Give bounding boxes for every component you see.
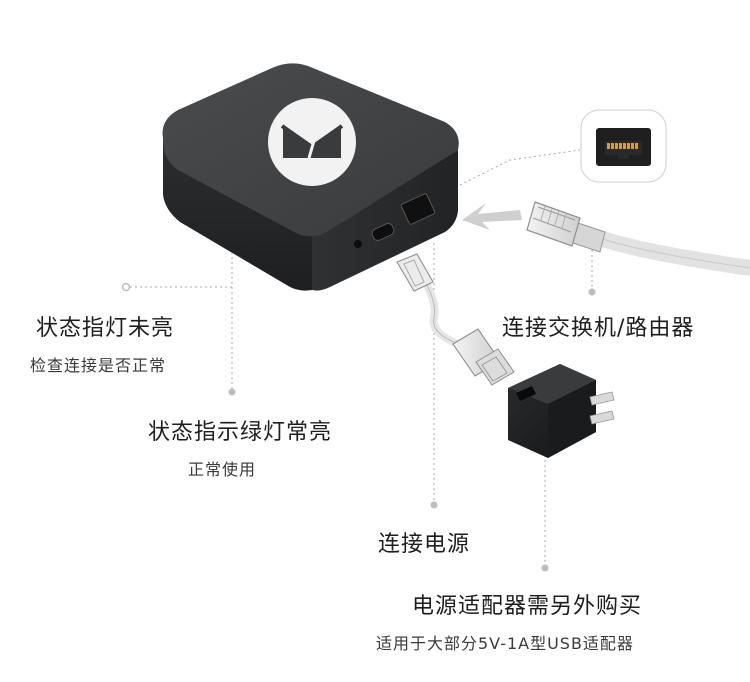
envelope-logo-icon — [268, 98, 356, 186]
power-title: 连接电源 — [378, 532, 471, 557]
status-off-hint: 检查连接是否正常 — [30, 356, 167, 375]
usb-cable-icon — [396, 253, 515, 386]
usb-power-adapter-icon — [508, 364, 615, 458]
adapter-hint: 适用于大部分5V-1A型USB适配器 — [376, 634, 634, 653]
guide-dot-status-off — [121, 282, 131, 292]
ethernet-port — [400, 193, 436, 225]
rj45-plug-icon — [526, 201, 750, 276]
guide-dot-status-on — [228, 388, 236, 396]
status-off-title: 状态指灯未亮 — [36, 316, 175, 341]
ethernet-port-icon — [580, 109, 667, 183]
guide-dot-network — [588, 288, 596, 296]
router-device — [162, 63, 459, 291]
status-led — [354, 240, 362, 248]
status-on-title: 状态指示绿灯常亮 — [148, 420, 333, 445]
network-title: 连接交换机/路由器 — [502, 316, 695, 341]
guide-dot-power — [430, 501, 438, 509]
status-on-hint: 正常使用 — [188, 460, 257, 479]
usb-port — [371, 223, 395, 241]
guide-dot-adapter — [541, 564, 549, 572]
arrow-left-icon — [462, 203, 522, 230]
adapter-title: 电源适配器需另外购买 — [412, 594, 643, 619]
